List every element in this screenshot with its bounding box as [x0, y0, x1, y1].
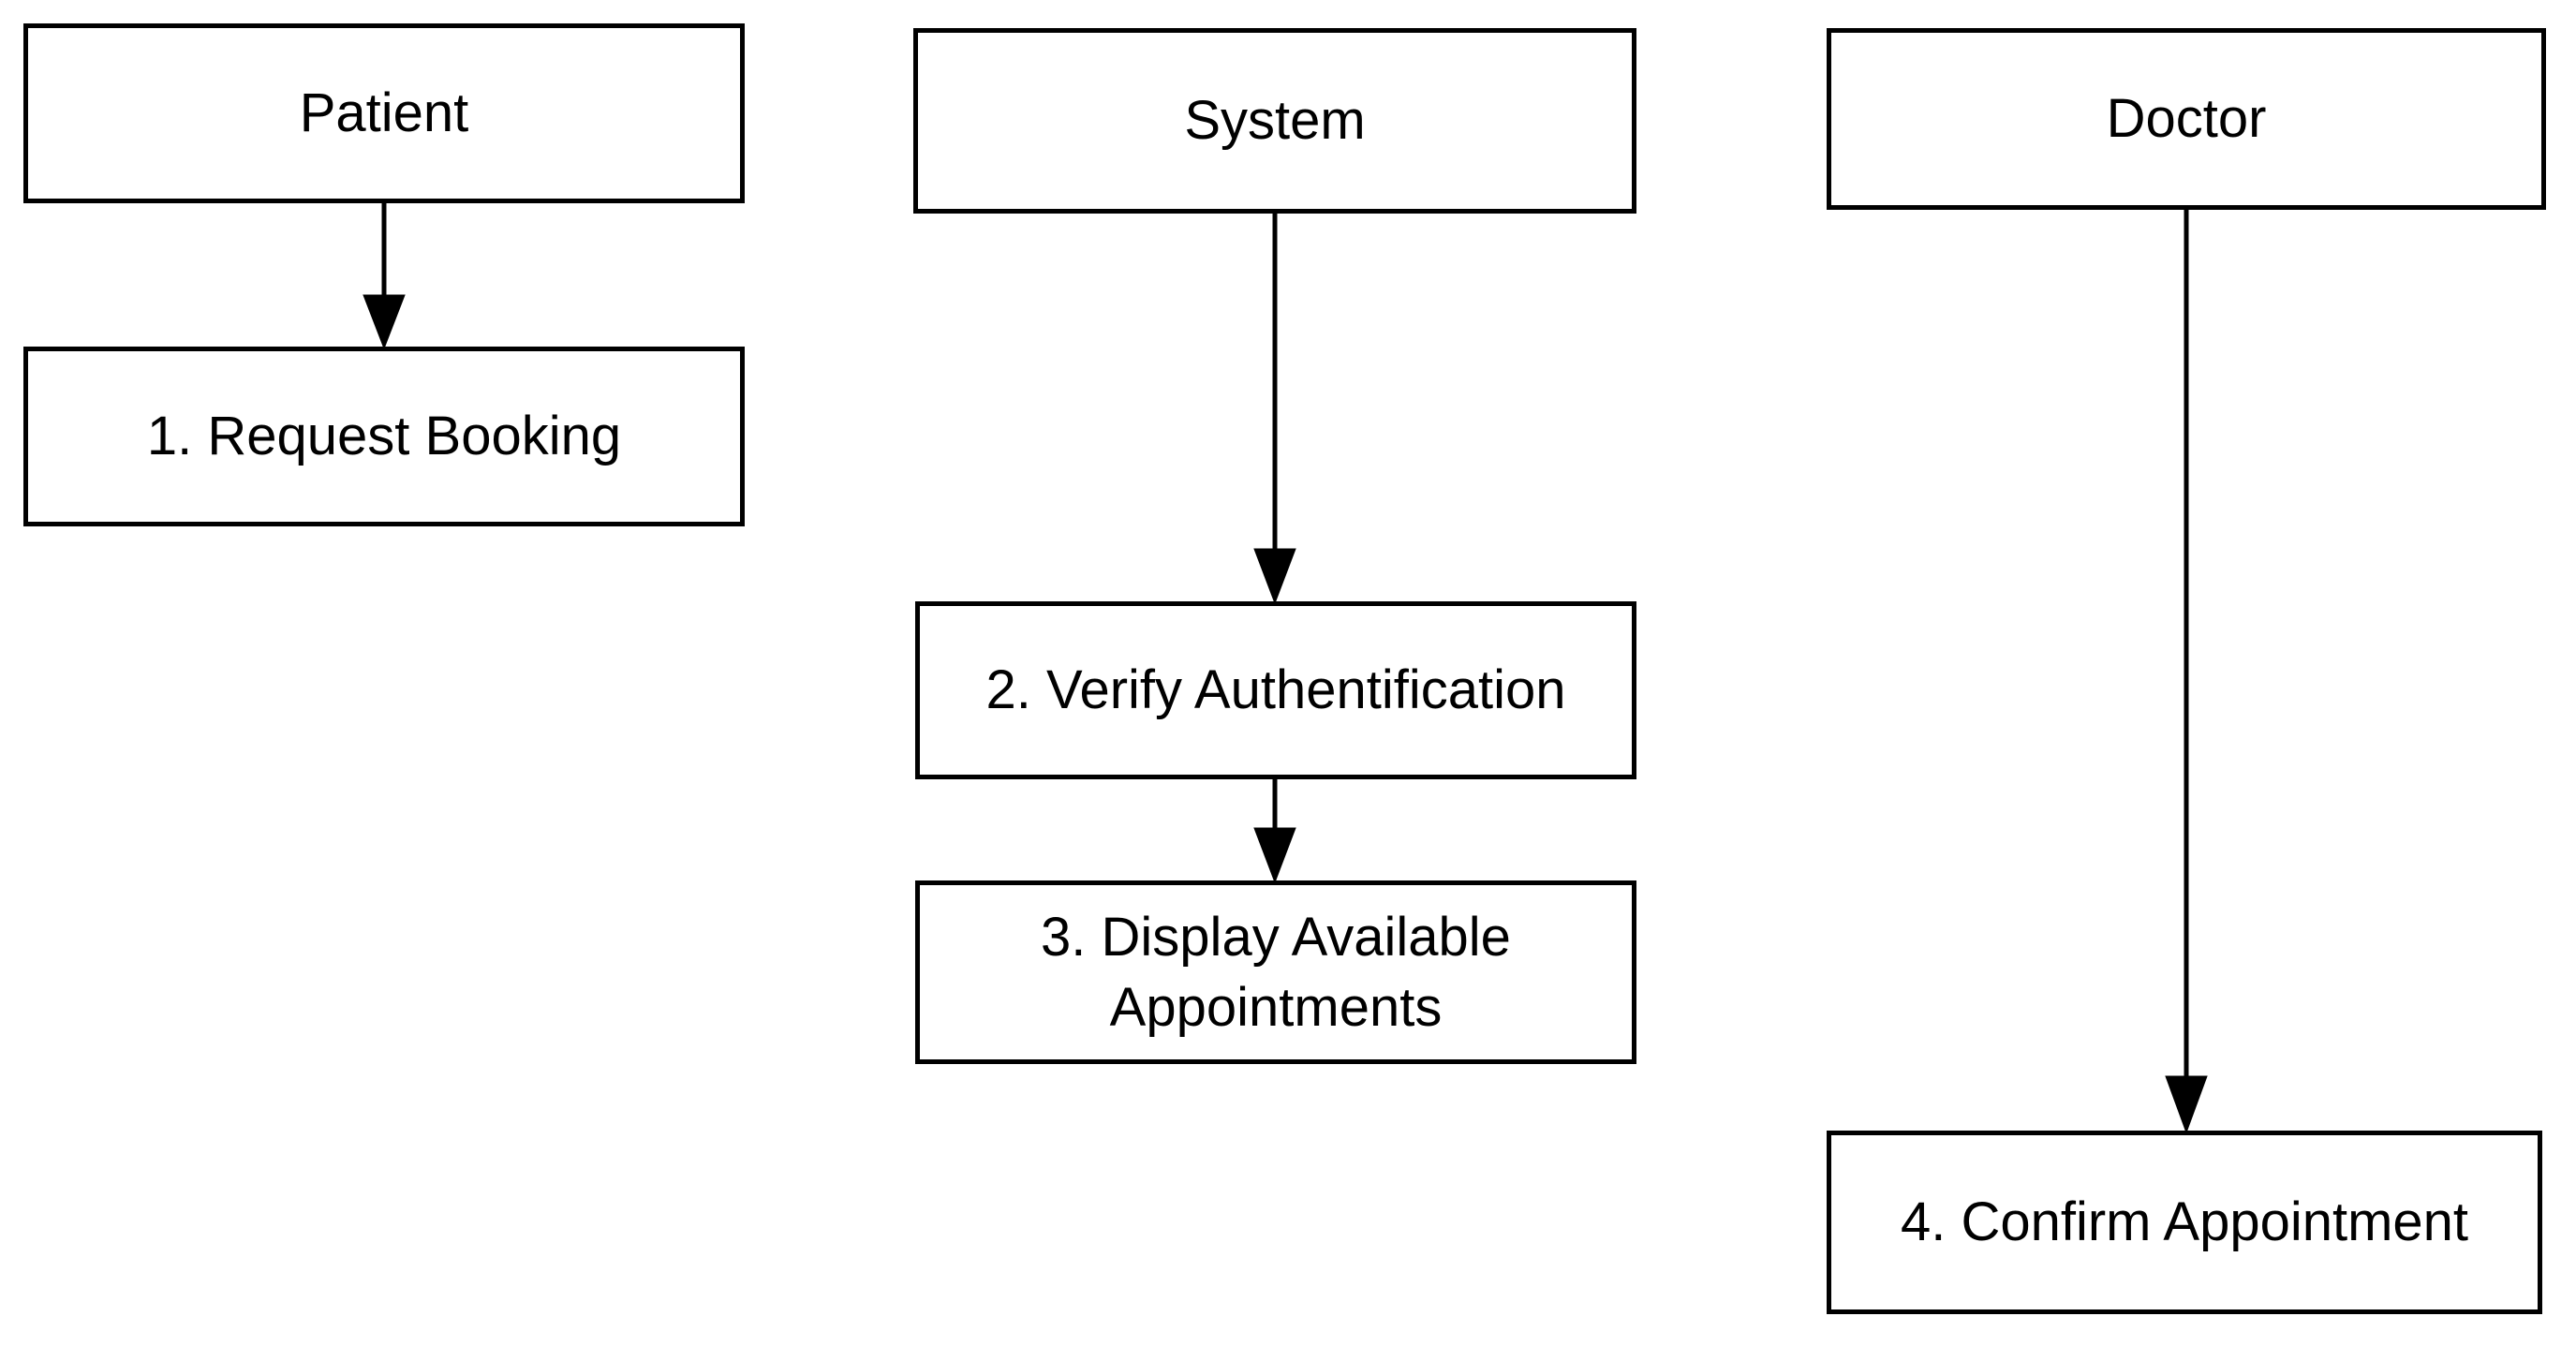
step-box-confirm-appointment: 4. Confirm Appointment: [1827, 1131, 2542, 1314]
step-label-verify-authentification: 2. Verify Authentification: [985, 659, 1566, 721]
step-box-verify-authentification: 2. Verify Authentification: [915, 601, 1636, 779]
step-box-request-booking: 1. Request Booking: [23, 347, 745, 526]
arrow-patient-to-step1: [363, 203, 406, 350]
step-label-request-booking: 1. Request Booking: [146, 406, 622, 467]
step-label-confirm-appointment: 4. Confirm Appointment: [1900, 1191, 2469, 1253]
actor-label-system: System: [1184, 90, 1366, 152]
arrow-doctor-to-step4: [2165, 210, 2208, 1134]
actor-box-doctor: Doctor: [1827, 28, 2546, 210]
actor-box-system: System: [913, 28, 1636, 214]
actor-label-doctor: Doctor: [2106, 88, 2267, 150]
arrow-step2-to-step3: [1253, 779, 1296, 884]
step-box-display-available-appointments: 3. Display Available Appointments: [915, 880, 1636, 1064]
step-label-display-available-appointments: 3. Display Available Appointments: [1041, 906, 1511, 1038]
arrow-system-to-step2: [1253, 214, 1296, 605]
actor-label-patient: Patient: [299, 82, 469, 144]
actor-box-patient: Patient: [23, 23, 745, 203]
